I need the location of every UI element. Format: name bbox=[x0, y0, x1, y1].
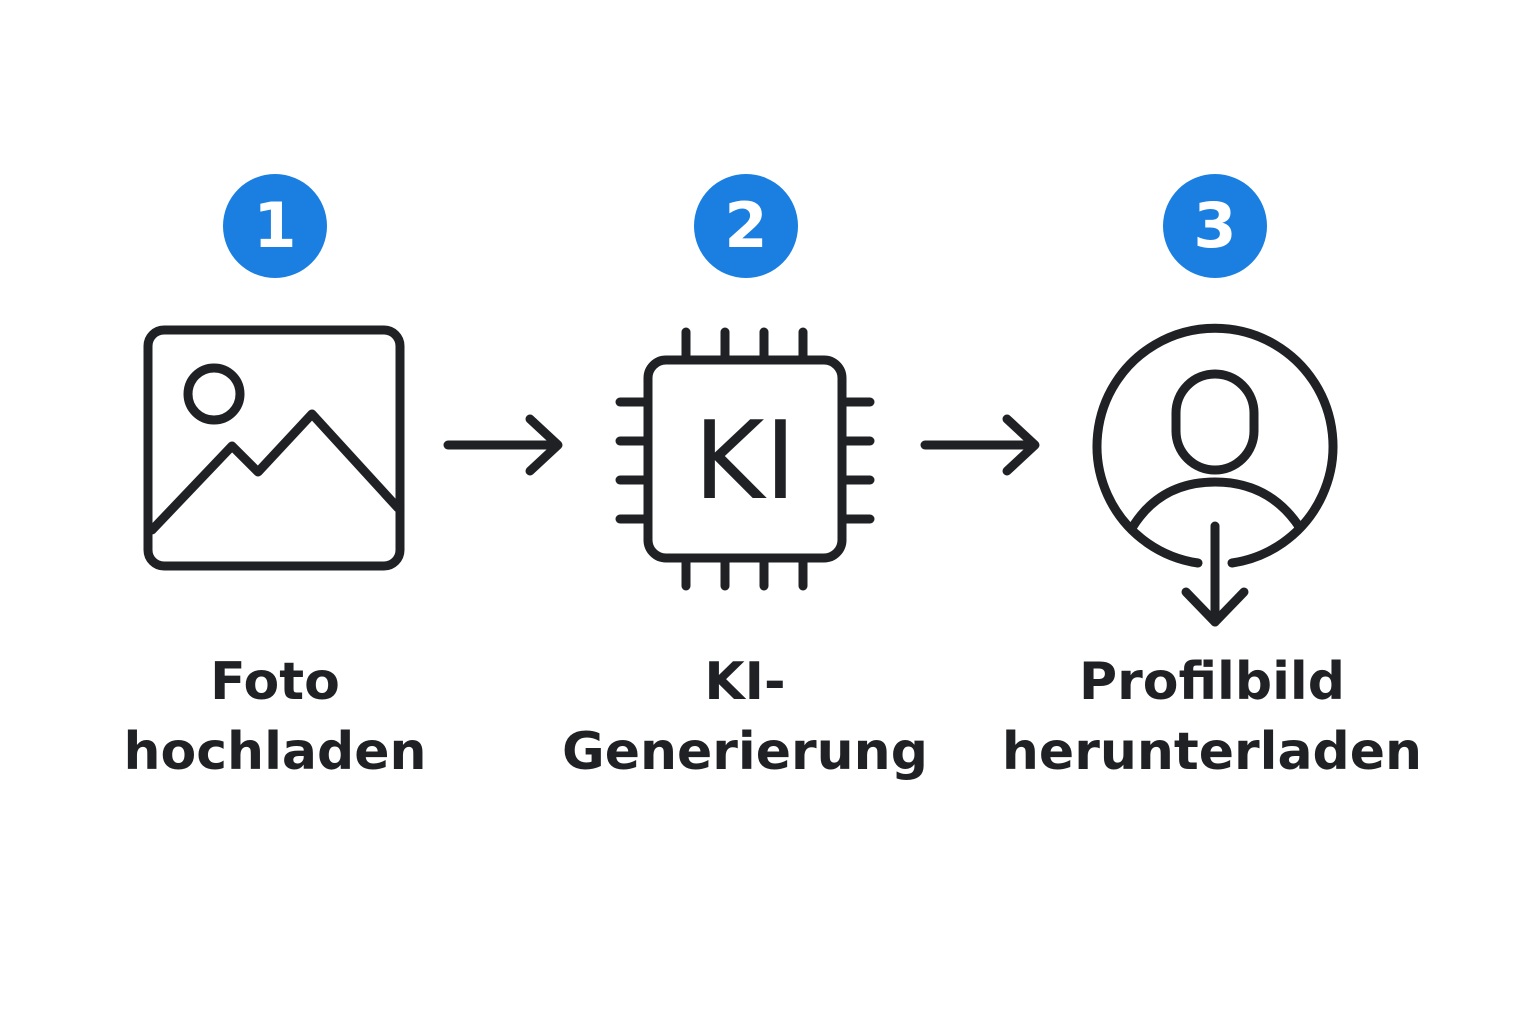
step-3-badge: 3 bbox=[1163, 174, 1267, 278]
step-2-label-line1: KI- bbox=[704, 652, 786, 712]
chip-text: KI bbox=[694, 399, 797, 524]
step-1-label-line1: Foto bbox=[210, 652, 340, 712]
step-1-label: Foto hochladen bbox=[45, 647, 505, 787]
step-3-number: 3 bbox=[1193, 189, 1237, 262]
step-2-number: 2 bbox=[724, 189, 768, 262]
step-1-badge: 1 bbox=[223, 174, 327, 278]
arrow-right-icon bbox=[443, 414, 563, 476]
step-3-label-line1: Profilbild bbox=[1079, 652, 1345, 712]
step-1-number: 1 bbox=[253, 189, 297, 262]
profile-download-icon bbox=[1092, 323, 1338, 627]
step-2-label-line2: Generierung bbox=[562, 722, 928, 782]
step-1-label-line2: hochladen bbox=[123, 722, 427, 782]
ai-chip-icon: KI bbox=[615, 327, 875, 591]
arrow-right-icon bbox=[920, 414, 1040, 476]
step-3-label-line2: herunterladen bbox=[1001, 722, 1423, 782]
step-2-label: KI- Generierung bbox=[515, 647, 975, 787]
step-2-badge: 2 bbox=[694, 174, 798, 278]
image-icon bbox=[143, 325, 405, 571]
step-3-label: Profilbild herunterladen bbox=[982, 647, 1442, 787]
